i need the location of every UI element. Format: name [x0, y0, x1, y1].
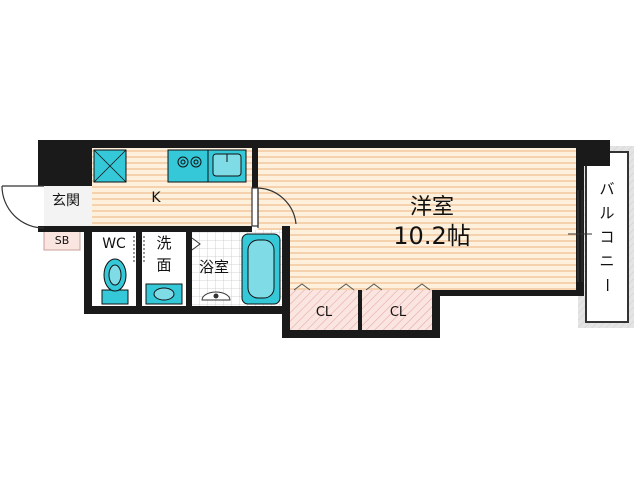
balcony-char: コ — [599, 228, 614, 246]
western-room-name: 洋室 — [410, 195, 454, 220]
washroom-label-top: 洗 — [156, 234, 171, 252]
fridge-space — [93, 149, 127, 183]
walls — [38, 140, 610, 338]
closet-2-floor — [362, 290, 434, 330]
closet-2-label: CL — [390, 305, 407, 320]
entrance-label: 玄関 — [52, 192, 80, 209]
washroom-label-bottom: 面 — [156, 256, 171, 274]
western-room-floor — [258, 148, 578, 290]
closet-1-floor — [290, 290, 358, 330]
room-door — [251, 187, 297, 228]
bath-drain — [201, 291, 231, 301]
bathroom-label: 浴室 — [199, 258, 229, 276]
kitchen-label: K — [151, 190, 161, 206]
closet-doors — [293, 283, 431, 291]
bathtub — [241, 233, 281, 305]
stove-burners — [177, 156, 202, 168]
balcony-char: バ — [599, 180, 614, 198]
toilet-label: WC — [102, 236, 126, 252]
toilet-fixture — [101, 258, 129, 305]
entry-door — [1, 185, 45, 229]
closet-1-label: CL — [316, 305, 333, 320]
balcony-char: ル — [599, 204, 614, 222]
bathroom-door-marker — [191, 237, 201, 251]
washbasin-fixture — [145, 283, 183, 305]
western-room-size: 10.2帖 — [393, 222, 470, 250]
balcony-rail — [585, 151, 629, 323]
balcony-char: ー — [598, 277, 616, 292]
shoe-box-label: SB — [55, 234, 70, 247]
entrance-floor — [44, 186, 92, 228]
balcony-char: ニ — [599, 252, 614, 270]
balcony-label: バ ル コ ニ ー — [598, 180, 616, 293]
kitchen-sink — [212, 153, 242, 177]
